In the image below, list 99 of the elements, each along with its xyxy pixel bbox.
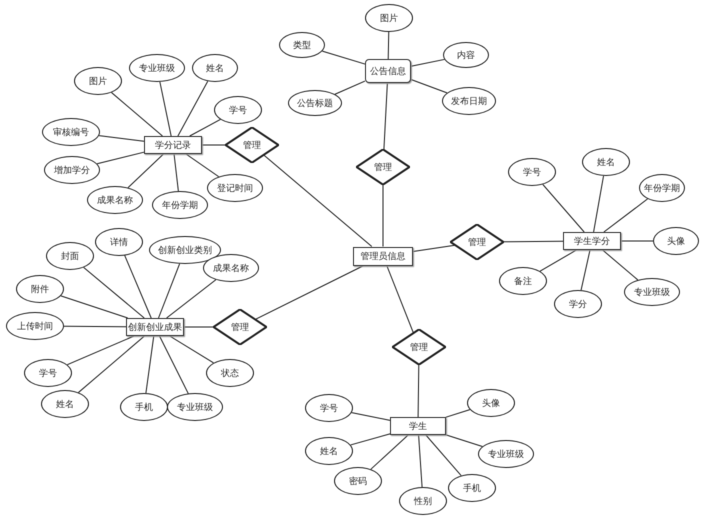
entity-box: 管理员信息 xyxy=(353,246,413,266)
attribute-ellipse: 图片 xyxy=(365,4,413,32)
connector-line xyxy=(382,184,384,247)
connector-line xyxy=(111,92,163,136)
attribute-ellipse: 专业班级 xyxy=(167,393,223,421)
connector-line xyxy=(410,79,448,94)
attribute-ellipse: 年份学期 xyxy=(639,174,685,202)
connector-line xyxy=(386,265,414,334)
attribute-ellipse: 手机 xyxy=(120,393,168,421)
connector-line xyxy=(169,336,214,364)
connector-line xyxy=(158,263,180,318)
connector-line xyxy=(185,154,220,178)
attribute-ellipse: 手机 xyxy=(448,474,496,502)
attribute-ellipse: 姓名 xyxy=(41,390,89,418)
attribute-ellipse: 封面 xyxy=(46,242,94,270)
attribute-ellipse: 姓名 xyxy=(582,148,630,176)
attribute-ellipse: 类型 xyxy=(279,32,325,58)
relationship-diamond: 管理 xyxy=(213,309,267,345)
connector-line xyxy=(64,326,126,328)
attribute-ellipse: 学分 xyxy=(554,290,602,318)
connector-line xyxy=(124,255,152,318)
attribute-ellipse: 密码 xyxy=(334,467,382,495)
connector-line xyxy=(446,434,483,447)
connector-line xyxy=(322,50,366,65)
connector-line xyxy=(351,412,390,421)
attribute-ellipse: 发布日期 xyxy=(442,87,496,115)
connector-line xyxy=(603,198,648,232)
attribute-ellipse: 专业班级 xyxy=(624,278,680,306)
connector-line xyxy=(620,240,654,242)
attribute-ellipse: 审核编号 xyxy=(42,118,100,146)
attribute-ellipse: 创新创业类别 xyxy=(149,236,221,264)
relationship-diamond: 管理 xyxy=(450,224,504,260)
connector-line xyxy=(159,81,172,136)
attribute-ellipse: 学号 xyxy=(24,359,72,387)
connector-line xyxy=(503,240,564,242)
attribute-ellipse: 姓名 xyxy=(305,437,353,465)
connector-line xyxy=(184,326,214,328)
connector-line xyxy=(446,409,470,418)
entity-box: 学生 xyxy=(390,417,446,435)
connector-line xyxy=(334,80,366,95)
entity-box: 学生学分 xyxy=(563,232,621,250)
connector-line xyxy=(418,364,420,418)
attribute-ellipse: 成果名称 xyxy=(203,254,259,282)
connector-line xyxy=(383,82,388,150)
attribute-ellipse: 登记时间 xyxy=(207,174,263,202)
connector-line xyxy=(166,279,216,318)
relationship-diamond: 管理 xyxy=(225,127,279,163)
connector-line xyxy=(540,250,577,272)
relationship-diamond: 管理 xyxy=(392,329,446,365)
attribute-ellipse: 头像 xyxy=(653,227,699,255)
connector-line xyxy=(174,154,179,192)
connector-line xyxy=(66,336,135,366)
connector-line xyxy=(425,434,462,476)
entity-box: 公告信息 xyxy=(365,59,411,83)
connector-line xyxy=(177,80,208,136)
attribute-ellipse: 学号 xyxy=(305,394,353,422)
attribute-ellipse: 详情 xyxy=(95,228,143,256)
connector-line xyxy=(542,184,585,232)
connector-line xyxy=(83,266,145,318)
attribute-ellipse: 学号 xyxy=(214,96,262,124)
attribute-ellipse: 增加学分 xyxy=(44,156,100,184)
connector-line xyxy=(98,135,144,142)
connector-line xyxy=(580,250,590,291)
attribute-ellipse: 备注 xyxy=(499,267,547,295)
attribute-ellipse: 姓名 xyxy=(192,54,238,82)
attribute-ellipse: 性别 xyxy=(399,487,447,515)
attribute-ellipse: 上传时间 xyxy=(6,312,64,340)
attribute-ellipse: 专业班级 xyxy=(478,440,534,468)
attribute-ellipse: 内容 xyxy=(443,42,489,68)
connector-line xyxy=(96,152,144,164)
entity-box: 创新创业成果 xyxy=(126,318,184,336)
attribute-ellipse: 状态 xyxy=(206,359,254,387)
connector-line xyxy=(418,434,423,488)
connector-line xyxy=(412,244,456,252)
connector-line xyxy=(350,433,390,446)
attribute-ellipse: 成果名称 xyxy=(87,186,143,214)
connector-line xyxy=(159,336,189,394)
connector-line xyxy=(370,434,409,470)
relationship-diamond: 管理 xyxy=(356,149,410,185)
attribute-ellipse: 图片 xyxy=(74,67,122,95)
attribute-ellipse: 附件 xyxy=(16,275,64,303)
connector-line xyxy=(202,144,226,146)
connector-line xyxy=(263,154,372,247)
connector-line xyxy=(602,250,638,280)
attribute-ellipse: 专业班级 xyxy=(129,54,185,82)
attribute-ellipse: 年份学期 xyxy=(152,191,208,219)
connector-line xyxy=(145,336,154,394)
connector-line xyxy=(128,154,164,188)
connector-line xyxy=(593,175,604,232)
attribute-ellipse: 学号 xyxy=(508,158,556,186)
connector-line xyxy=(254,265,364,320)
entity-box: 学分记录 xyxy=(144,136,202,154)
attribute-ellipse: 头像 xyxy=(467,389,515,417)
connector-line xyxy=(60,295,128,318)
connector-line xyxy=(78,336,145,393)
connector-line xyxy=(189,119,221,136)
connector-line xyxy=(410,58,445,67)
connector-line xyxy=(388,32,390,60)
attribute-ellipse: 公告标题 xyxy=(288,90,342,116)
